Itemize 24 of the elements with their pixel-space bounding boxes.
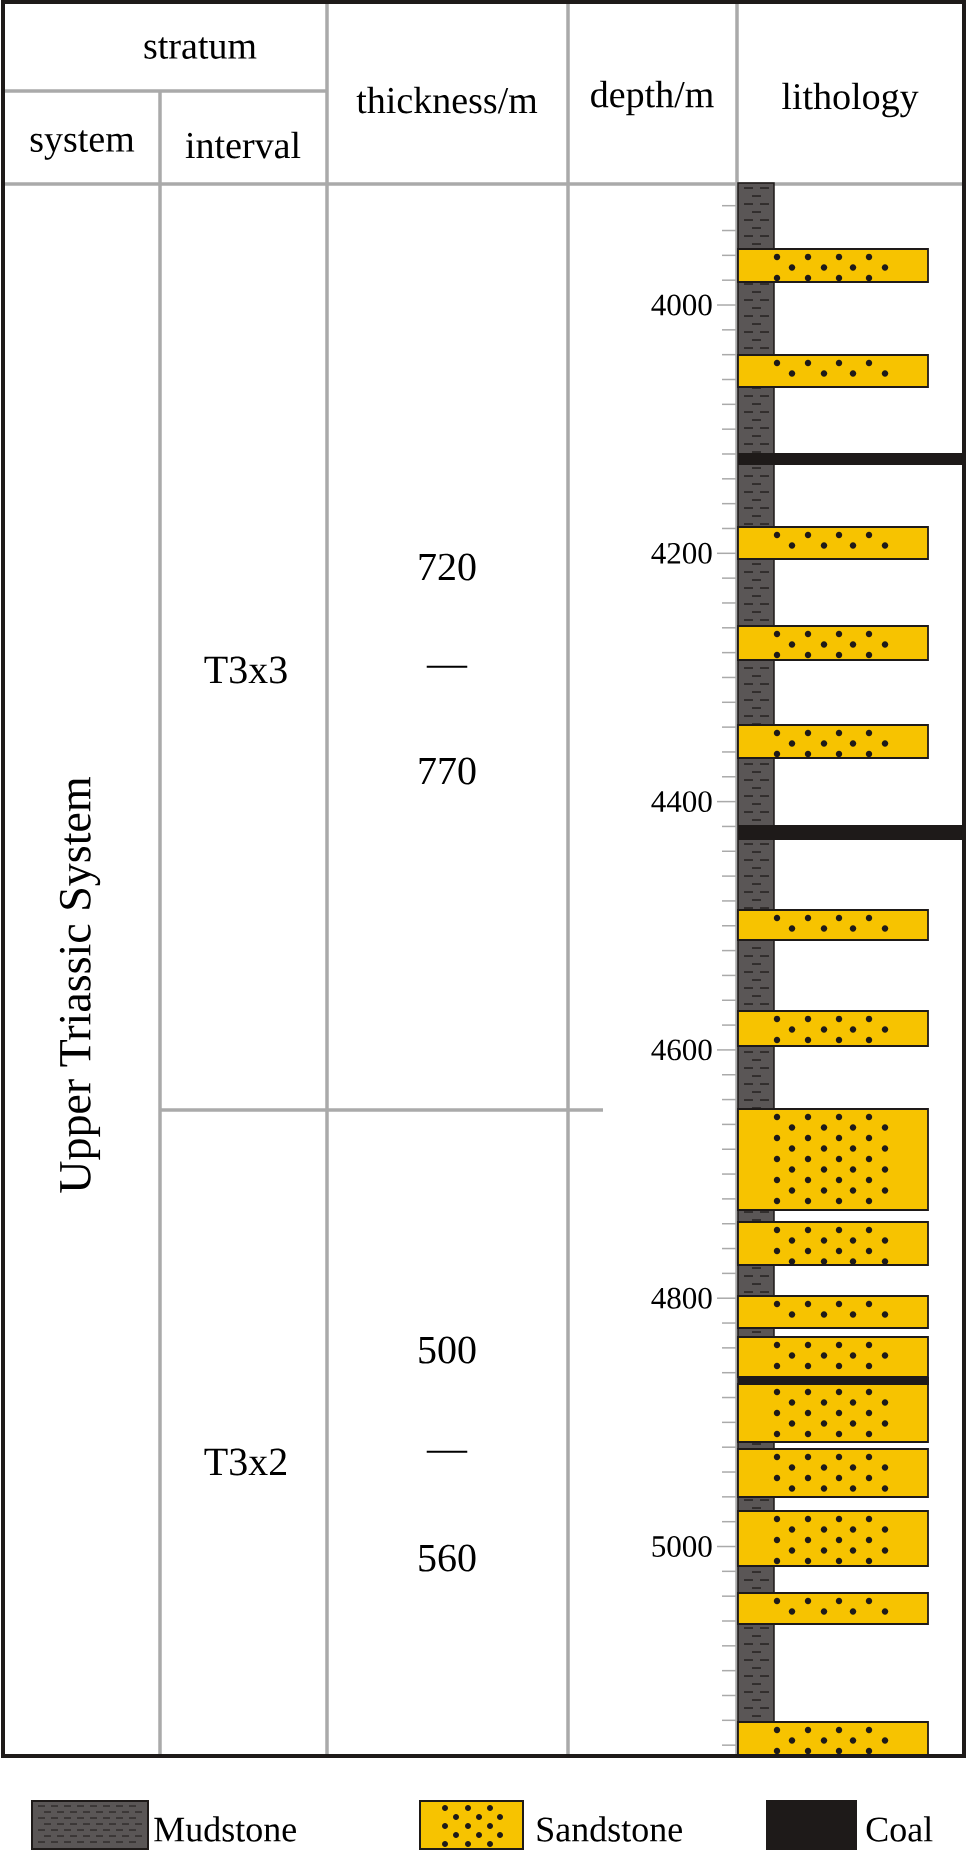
legend-label: Coal	[866, 1816, 933, 1842]
column-header: interval	[185, 131, 301, 159]
interval-name: T3x2	[204, 1448, 286, 1476]
system-name: Upper Triassic System	[59, 777, 101, 1193]
thickness-value: 500	[419, 1336, 476, 1364]
depth-label: 4200	[651, 542, 712, 564]
depth-label: 4600	[651, 1039, 712, 1061]
column-header: thickness/m	[356, 86, 538, 114]
thickness-value: 770	[419, 757, 476, 785]
column-header: stratum	[144, 37, 257, 59]
interval-name: T3x3	[204, 656, 287, 684]
column-header: lithology	[782, 82, 919, 118]
depth-label: 4800	[651, 1287, 712, 1309]
depth-label: 4400	[651, 791, 712, 813]
legend-label: Sandstone	[537, 1816, 682, 1842]
thickness-value: 560	[419, 1544, 476, 1572]
column-header: depth/m	[591, 80, 714, 116]
depth-label: 5000	[652, 1536, 712, 1557]
thickness-value: 720	[419, 553, 476, 581]
range-dash: —	[426, 665, 468, 668]
depth-label: 4000	[651, 294, 712, 316]
column-header: system	[30, 130, 135, 160]
legend-label: Mudstone	[154, 1816, 296, 1842]
range-dash: —	[426, 1450, 468, 1453]
